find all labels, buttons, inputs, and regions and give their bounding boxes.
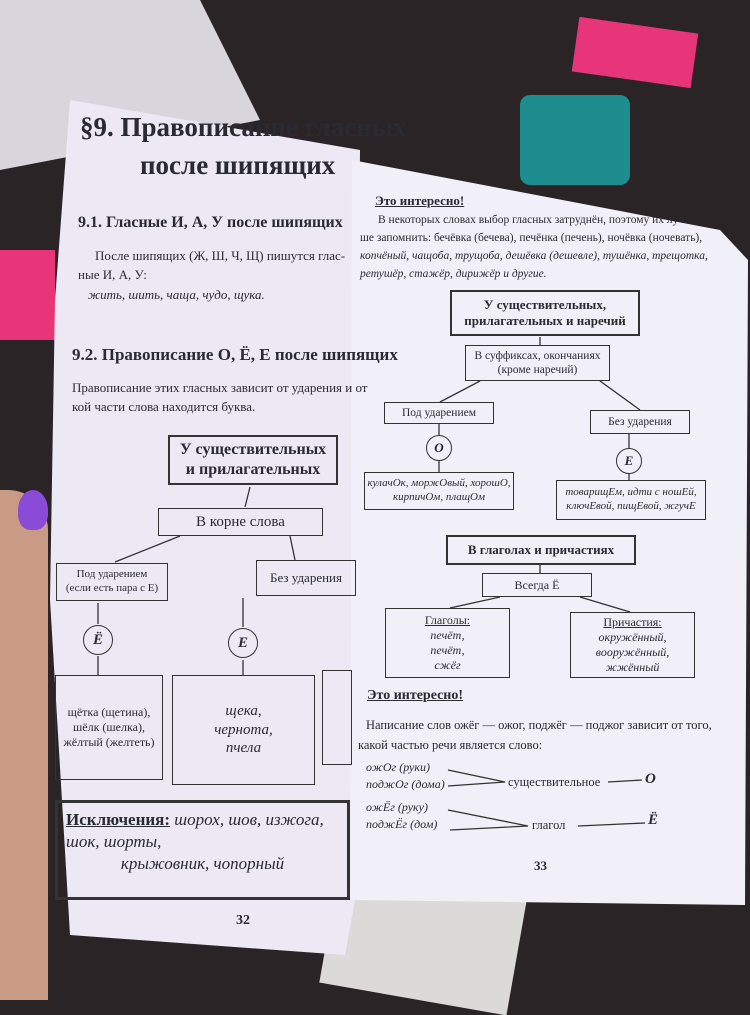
exceptions-label: Исключения: <box>66 810 171 829</box>
d1-branch-line1: В суффиксах, окончаниях <box>474 349 601 362</box>
noun-example: поджОг (дома) <box>366 777 445 791</box>
stressed-line2: (если есть пара с Е) <box>65 582 159 594</box>
s91-text2: ные И, А, У: <box>78 267 147 282</box>
verb-result: Ё <box>648 812 659 828</box>
participle-item: вооружённый, <box>595 645 670 659</box>
page-number-left: 32 <box>236 913 250 928</box>
unstressed-box: Без ударения <box>256 560 356 596</box>
interesting-line: копчёный, чащоба, трущоба, дешёвка (деше… <box>360 250 708 262</box>
verb-item: сжёг <box>434 658 461 672</box>
d1-root-line1: У существительных, <box>483 296 607 312</box>
d2-root-box: В глаголах и причастиях <box>446 535 636 565</box>
yo-example: шёлк (шелка), <box>73 720 145 734</box>
d1-root-box: У существительных, прилагательных и наре… <box>450 290 640 336</box>
e-example: чернота, <box>214 721 273 738</box>
fingernail <box>18 490 48 530</box>
o-example: кирпичОм, плащОм <box>392 491 486 503</box>
participle-item: окружённый, <box>598 630 667 644</box>
d1-branch-box: В суффиксах, окончаниях (кроме наречий) <box>465 345 610 381</box>
yo-examples-box: щётка (щетина), шёлк (шелка), жёлтый (же… <box>55 675 163 780</box>
d1-unstressed-box: Без ударения <box>590 410 690 434</box>
chapter-title-line1: §9. Правописание гласных <box>80 112 407 142</box>
branch-label: В корне слова <box>196 513 285 530</box>
unstressed-label: Без ударения <box>269 569 342 585</box>
noun-label: существительное <box>508 775 601 789</box>
letter-yo-circle: Ё <box>83 625 113 655</box>
root-line2: и прилагательных <box>185 461 321 478</box>
hand <box>0 490 48 1000</box>
verbs-box: Глаголы: печёт, печёт, сжёг <box>385 608 510 678</box>
noun-example: ожОг (руки) <box>366 760 430 774</box>
d1-branch-line2: (кроме наречий) <box>497 364 578 376</box>
interesting2-line2: какой частью речи является слово: <box>358 738 543 752</box>
s91-examples: жить, шить, чаща, чудо, щука. <box>88 287 265 302</box>
o-example: кулачОк, моржОвый, хорошО, <box>367 477 511 490</box>
interesting2-line1: Написание слов ожёг — ожог, поджёг — под… <box>366 718 712 732</box>
d1-stressed-label: Под ударением <box>402 406 476 419</box>
e-example: пчела <box>225 740 262 757</box>
e-examples-box-right: товарищЕм, идти с ношЕй, ключЕвой, пищЕв… <box>556 480 706 520</box>
root-line1: У существительных <box>179 441 327 458</box>
exceptions-line1-wrap: Исключения: шорох, шов, изжога, шок, шор… <box>66 809 339 853</box>
o-examples-box: кулачОк, моржОвый, хорошО, кирпичОм, пла… <box>364 472 514 510</box>
e-example-right: ключЕвой, пищЕвой, жгучЕ <box>566 500 696 512</box>
letter-e-circle-right: Е <box>616 448 642 474</box>
noun-result: О <box>645 771 656 787</box>
verbs-label: Глаголы: <box>424 613 471 627</box>
participles-box: Причастия: окружённый, вооружённый, жжён… <box>570 612 695 678</box>
exceptions-line2: крыжовник, чопорный <box>120 854 285 874</box>
participle-item: жжённый <box>605 660 660 674</box>
interesting-line: В некоторых словах выбор гласных затрудн… <box>378 214 689 226</box>
e-example: щека, <box>225 702 262 719</box>
d1-stressed-box: Под ударением <box>384 402 494 424</box>
stressed-line1: Под ударением <box>76 568 148 581</box>
interesting-heading-2: Это интересно! <box>367 688 464 703</box>
diagram-root-box: У существительных и прилагательных <box>168 435 338 485</box>
verb-example: ожЁг (руку) <box>366 800 428 814</box>
page-number-right: 33 <box>534 858 547 873</box>
participles-label: Причастия: <box>603 615 662 629</box>
d1-unstressed-label: Без ударения <box>608 415 672 428</box>
letter-e-circle: Е <box>228 628 258 658</box>
yo-example: жёлтый (желтеть) <box>63 735 155 749</box>
sticky-note-left <box>0 250 55 340</box>
branch-box: В корне слова <box>158 508 323 536</box>
exceptions-box: Исключения: шорох, шов, изжога, шок, шор… <box>55 800 350 900</box>
stressed-box: Под ударением (если есть пара с Е) <box>56 563 168 601</box>
desk-cup <box>520 95 630 185</box>
partial-box <box>322 670 352 765</box>
s92-text1: Правописание этих гласных зависит от уда… <box>72 380 368 395</box>
sticky-note <box>571 16 699 89</box>
verb-item: печёт, <box>430 643 465 657</box>
chapter-title-line2: после шипящих <box>140 150 336 180</box>
verb-item: печёт, <box>430 628 465 642</box>
always-label: Всегда Ё <box>514 577 560 592</box>
verb-example: поджЁг (дом) <box>366 817 438 831</box>
verb-label: глагол <box>532 818 566 832</box>
d1-root-line2: прилагательных и наречий <box>464 313 626 328</box>
yo-example: щётка (щетина), <box>67 705 151 719</box>
d2-root-label: В глаголах и причастиях <box>467 541 615 557</box>
interesting-line: ше запомнить: бечёвка (бечева), печёнка … <box>360 232 703 244</box>
s91-text1: После шипящих (Ж, Ш, Ч, Щ) пишутся глас- <box>95 248 346 263</box>
section-9-2-heading: 9.2. Правописание О, Ё, Е после шипящих <box>72 345 398 364</box>
interesting-line: ретушёр, стажёр, дирижёр и другие. <box>360 268 547 280</box>
section-9-1-heading: 9.1. Гласные И, А, У после шипящих <box>78 214 343 231</box>
s92-text2: кой части слова находится буква. <box>72 399 256 414</box>
e-example-right: товарищЕм, идти с ношЕй, <box>565 486 697 499</box>
e-examples-box: щека, чернота, пчела <box>172 675 315 785</box>
letter-o-circle: О <box>426 435 452 461</box>
exceptions-line1: шорох, шов, изжога, шок, шорты, <box>66 810 324 852</box>
always-box: Всегда Ё <box>482 573 592 597</box>
interesting-heading-1: Это интересно! <box>375 193 465 208</box>
